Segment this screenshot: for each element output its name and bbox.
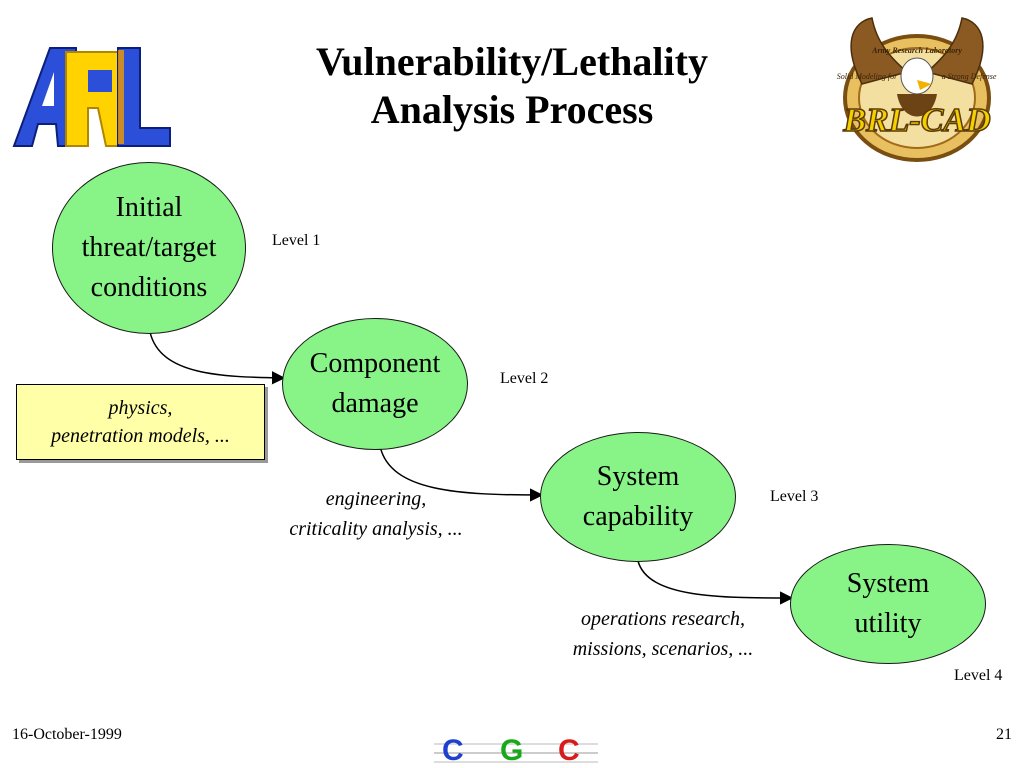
cgc-letter: G (500, 734, 524, 767)
seal-right-text: a Strong Defense (941, 72, 997, 81)
node-component-damage: Component damage (282, 318, 468, 450)
cgc-logo: C G C (434, 734, 598, 768)
cgc-letter: C (558, 734, 580, 767)
title-line-1: Vulnerability/Lethality (316, 39, 708, 84)
method-line: engineering, (325, 488, 427, 510)
method-line: penetration models, ... (51, 425, 230, 447)
method-line: physics, (108, 397, 173, 419)
node-initial-conditions: Initial threat/target conditions (52, 162, 246, 334)
node-label: System capability (582, 461, 694, 532)
edge-capability-to-utility (637, 560, 794, 605)
method-line: missions, scenarios, ... (572, 638, 754, 660)
node-system-capability: System capability (540, 432, 736, 562)
method-operations-research: operations research, missions, scenarios… (530, 604, 796, 664)
method-box-physics: physics, penetration models, ... (16, 384, 265, 460)
arl-logo (8, 42, 173, 152)
seal-left-text: Solid Modeling for (836, 72, 898, 81)
level-label: Level 4 (954, 667, 1003, 684)
method-line: criticality analysis, ... (289, 518, 463, 540)
title-line-2: Analysis Process (370, 87, 654, 132)
node-label: Component damage (309, 348, 441, 419)
node-system-utility: System utility (790, 544, 986, 664)
level-label: Level 1 (272, 232, 321, 249)
seal-top-text: Army Research Laboratory (872, 46, 962, 55)
edge-component-to-capability (379, 445, 544, 502)
node-label: System utility (846, 568, 930, 639)
level-label: Level 3 (770, 488, 819, 505)
method-engineering: engineering, criticality analysis, ... (256, 484, 496, 544)
node-label: Initial threat/target conditions (81, 192, 217, 303)
cgc-letter: C (442, 734, 464, 767)
brl-cad-eagle-seal: Army Research Laboratory Solid Modeling … (822, 14, 1012, 164)
footer-date: 16-October-1999 (12, 726, 122, 743)
edge-initial-to-component (149, 331, 286, 385)
method-line: operations research, (580, 608, 746, 630)
slide-title: Vulnerability/Lethality Analysis Process (240, 38, 784, 134)
level-label: Level 2 (500, 370, 549, 387)
page-number: 21 (996, 726, 1012, 743)
seal-banner: BRL-CAD (843, 101, 992, 140)
